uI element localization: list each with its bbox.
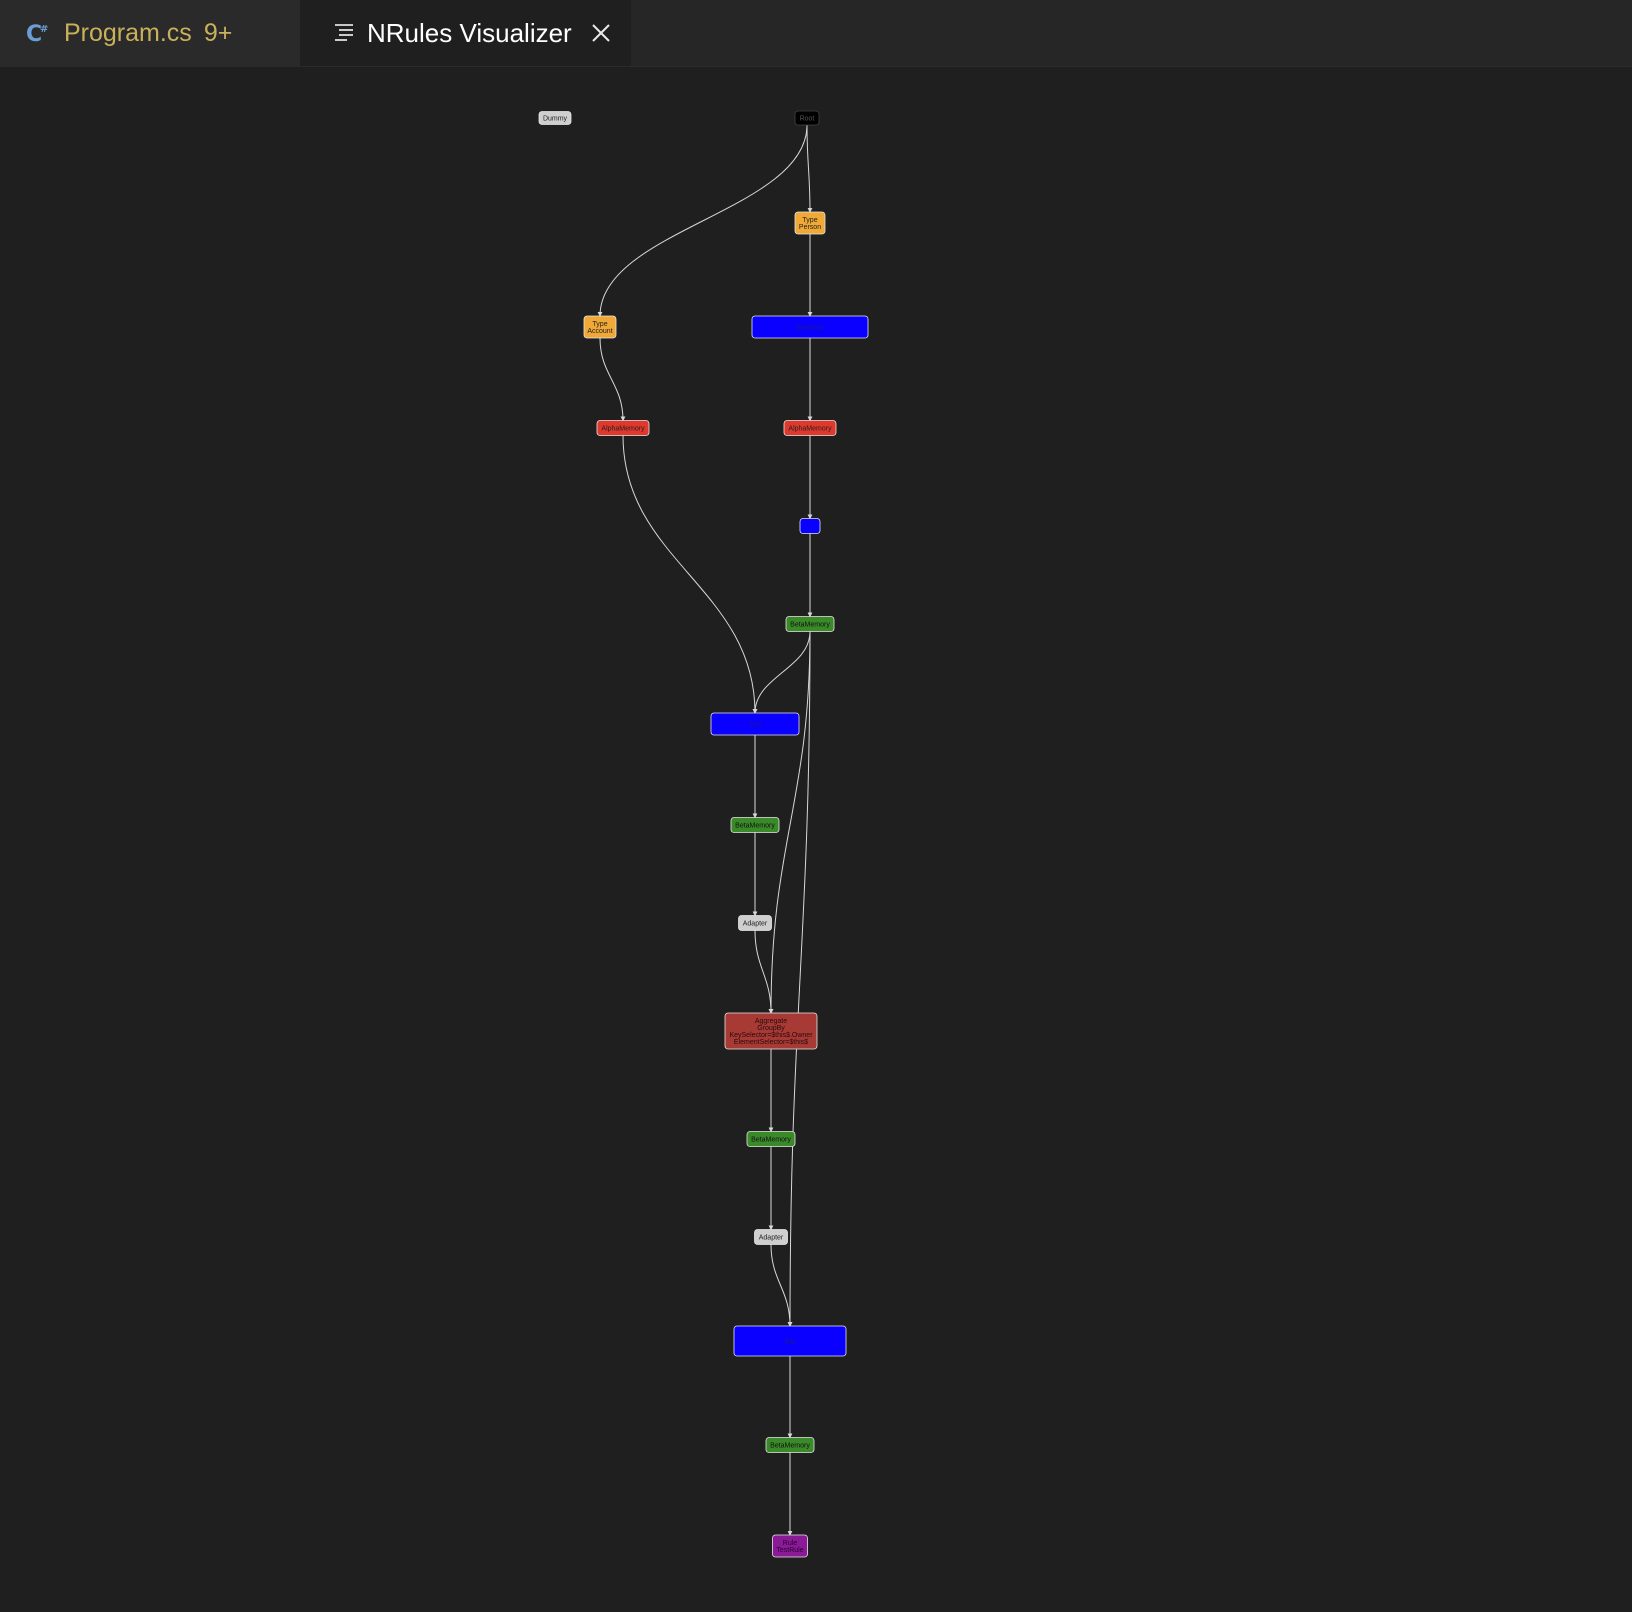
- graph-node-alpha_account[interactable]: AlphaMemory: [596, 420, 650, 436]
- graph-node-label: Selection: [796, 325, 825, 332]
- graph-node-box: [799, 518, 821, 534]
- graph-node-label: ElementSelector=$this$: [734, 1039, 808, 1046]
- graph-node-join1[interactable]: [799, 518, 821, 534]
- graph-node-label: AlphaMemory: [601, 426, 645, 433]
- graph-node-join2[interactable]: Join: [710, 712, 800, 736]
- graph-node-label: Type: [592, 321, 607, 328]
- graph-node-label: BetaMemory: [790, 622, 830, 629]
- graph-node-box: [583, 315, 617, 339]
- graph-node-box: [794, 211, 826, 235]
- graph-edge-beta1-to-aggregate: [768, 631, 811, 1014]
- graph-node-root[interactable]: Root: [794, 110, 820, 126]
- graph-node-label: Person: [799, 224, 821, 231]
- graph-node-box: [794, 110, 820, 126]
- graph-node-label: BetaMemory: [751, 1137, 791, 1144]
- graph-node-box: [765, 1437, 815, 1453]
- graph-node-box: [538, 111, 572, 125]
- svg-text:#: #: [40, 24, 48, 35]
- graph-node-label: TestRule: [776, 1547, 803, 1554]
- graph-node-box: [754, 1229, 788, 1245]
- graph-node-join3[interactable]: Join: [733, 1325, 847, 1357]
- graph-edges: [597, 124, 813, 1536]
- graph-node-label: BetaMemory: [735, 823, 775, 830]
- graph-edge-beta1-to-join2: [752, 631, 811, 714]
- graph-node-box: [724, 1012, 818, 1050]
- graph-node-beta2[interactable]: BetaMemory: [730, 817, 780, 833]
- graph-node-box: [783, 420, 837, 436]
- editor-tab-bar: C # Program.cs 9+ NRules Visualizer: [0, 0, 1632, 67]
- problems-count-badge: 9+: [203, 18, 233, 47]
- tab-nrules-visualizer-label: NRules Visualizer: [367, 17, 572, 48]
- graph-node-label: Root: [800, 116, 815, 123]
- graph-node-aggregate[interactable]: AggregateGroupByKeySelector=$this$.Owner…: [724, 1012, 818, 1050]
- graph-node-beta1[interactable]: BetaMemory: [785, 616, 835, 632]
- graph-node-label: Aggregate: [755, 1018, 787, 1025]
- graph-node-label: BetaMemory: [770, 1443, 810, 1450]
- graph-edge-type_account-to-alpha_account: [599, 337, 626, 422]
- graph-node-selection_person[interactable]: Selection: [751, 315, 869, 339]
- graph-node-dummy[interactable]: Dummy: [538, 111, 572, 125]
- graph-node-label: KeySelector=$this$.Owner: [729, 1032, 813, 1039]
- graph-node-label: AlphaMemory: [788, 426, 832, 433]
- graph-edge-root-to-type_account: [597, 124, 808, 317]
- graph-node-label: Type: [802, 217, 817, 224]
- graph-node-box: [772, 1534, 808, 1558]
- csharp-file-icon: C #: [26, 22, 48, 46]
- graph-edge-adapter2-to-join3: [770, 1244, 793, 1327]
- graph-node-label: Join: [784, 1339, 797, 1346]
- graph-node-label: Join: [749, 722, 762, 729]
- graph-node-box: [738, 915, 772, 931]
- graph-node-label: GroupBy: [757, 1025, 785, 1032]
- svg-text:C: C: [26, 22, 42, 46]
- graph-node-label: Adapter: [759, 1235, 784, 1242]
- graph-node-box: [733, 1325, 847, 1357]
- graph-node-box: [785, 616, 835, 632]
- preview-icon: [335, 24, 353, 41]
- graph-node-adapter2[interactable]: Adapter: [754, 1229, 788, 1245]
- graph-edge-alpha_account-to-join2: [622, 435, 758, 714]
- graph-edge-beta1-to-join3: [787, 631, 811, 1327]
- graph-node-beta4[interactable]: BetaMemory: [765, 1437, 815, 1453]
- graph-node-label: Dummy: [543, 116, 568, 123]
- graph-node-adapter1[interactable]: Adapter: [738, 915, 772, 931]
- tab-nrules-visualizer[interactable]: NRules Visualizer: [300, 0, 631, 66]
- graph-edge-root-to-type_person: [806, 124, 813, 213]
- graph-node-beta3[interactable]: BetaMemory: [746, 1131, 796, 1147]
- graph-node-label: Account: [587, 328, 612, 335]
- graph-node-box: [751, 315, 869, 339]
- graph-node-box: [596, 420, 650, 436]
- graph-node-box: [710, 712, 800, 736]
- tab-program-cs-label: Program.cs: [64, 18, 192, 47]
- graph-node-alpha_person[interactable]: AlphaMemory: [783, 420, 837, 436]
- graph-node-box: [746, 1131, 796, 1147]
- close-icon[interactable]: [590, 22, 612, 44]
- graph-node-label: Adapter: [743, 921, 768, 928]
- tab-program-cs[interactable]: C # Program.cs 9+: [0, 0, 300, 66]
- graph-node-label: Rule: [783, 1540, 798, 1547]
- graph-node-box: [730, 817, 780, 833]
- graph-edge-adapter1-to-aggregate: [754, 930, 774, 1014]
